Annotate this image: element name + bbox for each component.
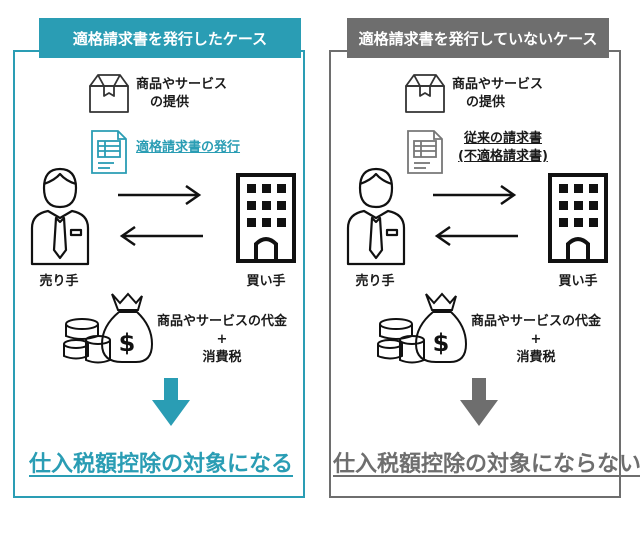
down-arrow-icon <box>460 378 498 426</box>
payment-label: 商品やサービスの代金 + 消費税 <box>470 314 601 365</box>
result-not-eligible: 仕入税額控除の対象にならない <box>333 452 640 477</box>
invoice-document-icon <box>407 130 443 174</box>
seller-person-icon <box>30 167 90 266</box>
right-panel <box>329 50 621 498</box>
box-icon <box>405 74 445 113</box>
buyer-building-icon <box>236 173 296 263</box>
left-panel <box>13 50 305 498</box>
money-bag-coins-icon: $ <box>63 292 154 364</box>
invoice-document-icon <box>91 130 127 174</box>
arrow-right-icon <box>118 185 202 205</box>
seller-person-icon <box>346 167 406 266</box>
buyer-label: 買い手 <box>558 274 598 289</box>
box-icon <box>89 74 129 113</box>
traditional-invoice-label: 従来の請求書 (不適格請求書) <box>458 131 548 164</box>
buyer-label: 買い手 <box>246 274 286 289</box>
goods-label: 商品やサービス の提供 <box>452 77 544 110</box>
seller-label: 売り手 <box>39 274 79 289</box>
goods-label: 商品やサービス の提供 <box>136 77 228 110</box>
arrow-left-icon <box>119 226 203 246</box>
buyer-building-icon <box>548 173 608 263</box>
seller-label: 売り手 <box>355 274 395 289</box>
arrow-right-icon <box>433 185 517 205</box>
svg-text:$: $ <box>119 329 136 357</box>
svg-text:$: $ <box>433 329 450 357</box>
payment-label: 商品やサービスの代金 + 消費税 <box>156 314 287 365</box>
arrow-left-icon <box>434 226 518 246</box>
result-eligible: 仕入税額控除の対象になる <box>29 452 294 477</box>
invoice-issued-label: 適格請求書の発行 <box>136 140 241 155</box>
money-bag-coins-icon: $ <box>377 292 468 364</box>
down-arrow-icon <box>152 378 190 426</box>
